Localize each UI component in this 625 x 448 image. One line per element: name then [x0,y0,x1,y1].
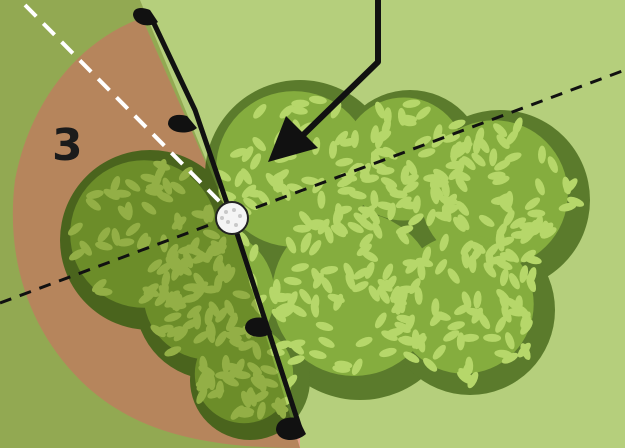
golf-ball-icon [216,202,248,234]
leaf [291,100,309,108]
leaf [317,191,325,209]
relief-zone-number: 3 [52,120,83,171]
